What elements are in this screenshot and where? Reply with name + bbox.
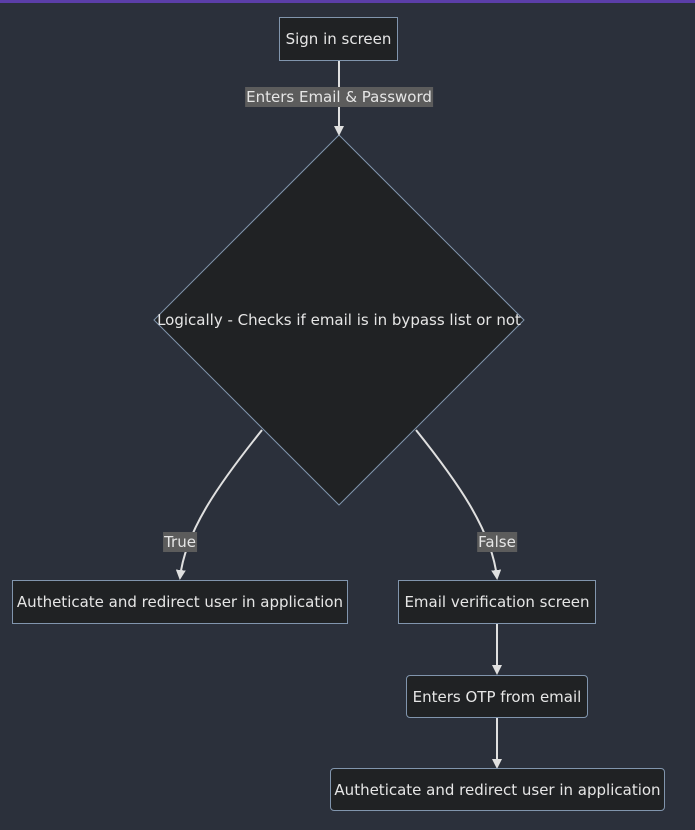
edge-decision-to-email-verify bbox=[415, 429, 502, 580]
edge-label-false: False bbox=[477, 532, 517, 552]
node-email-verification: Email verification screen bbox=[398, 580, 596, 624]
node-auth-true: Autheticate and redirect user in applica… bbox=[12, 580, 348, 624]
node-sign-in-screen: Sign in screen bbox=[279, 17, 398, 61]
edge-decision-to-auth-true bbox=[175, 429, 263, 580]
node-decision-label: Logically - Checks if email is in bypass… bbox=[157, 311, 521, 329]
node-auth-false: Autheticate and redirect user in applica… bbox=[330, 768, 665, 811]
edge-label-true: True bbox=[163, 532, 197, 552]
node-enter-otp: Enters OTP from email bbox=[406, 675, 588, 718]
decision-diamond bbox=[153, 134, 525, 506]
edge-label-credentials: Enters Email & Password bbox=[245, 87, 433, 107]
top-accent-bar bbox=[0, 0, 695, 3]
